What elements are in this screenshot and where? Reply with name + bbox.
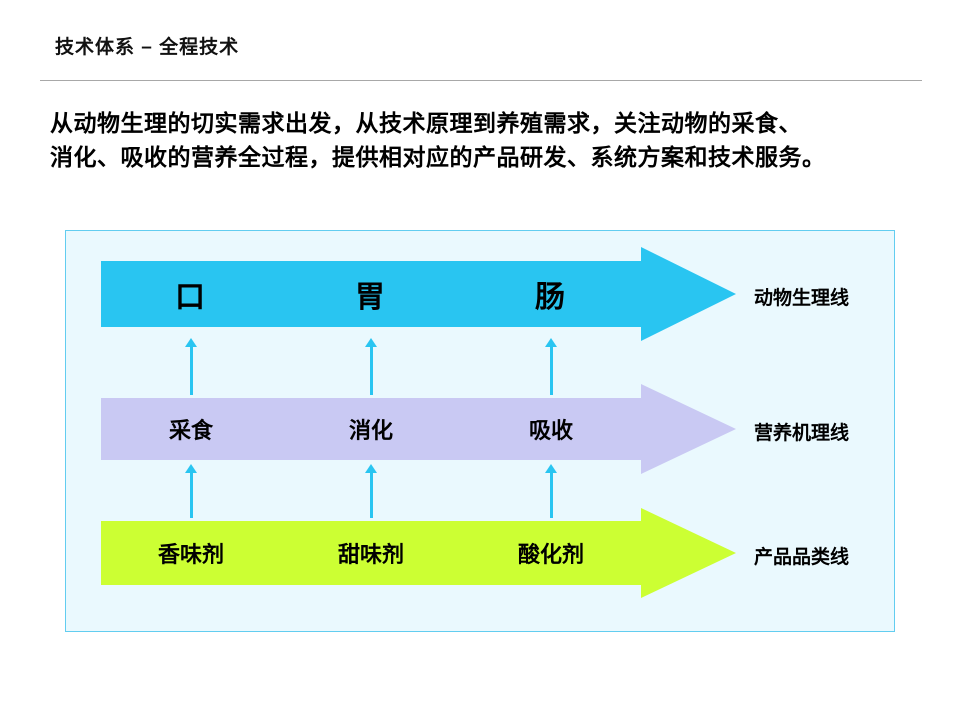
physiology-arrow-body: 口 胃 肠 — [101, 261, 641, 327]
title-divider — [40, 80, 922, 81]
up-arrow-icon — [545, 338, 557, 395]
up-arrow-stem — [189, 347, 193, 395]
physiology-label-intestine: 肠 — [535, 281, 567, 314]
physiology-label-mouth: 口 — [175, 281, 207, 314]
category-label-sweetener: 甜味剂 — [337, 542, 404, 567]
mechanism-arrow-head-icon — [641, 384, 736, 474]
mechanism-line-label: 营养机理线 — [754, 423, 850, 444]
category-arrow-head-icon — [641, 508, 736, 598]
category-label-flavor: 香味剂 — [157, 542, 224, 567]
up-arrowhead-icon — [365, 338, 377, 347]
category-line-label: 产品品类线 — [754, 547, 850, 568]
mechanism-arrow-body: 采食 消化 吸收 — [101, 398, 641, 460]
intro-line-2: 消化、吸收的营养全过程，提供相对应的产品研发、系统方案和技术服务。 — [50, 144, 826, 170]
category-label-acidifier: 酸化剂 — [517, 542, 584, 567]
intro-line-1: 从动物生理的切实需求出发，从技术原理到养殖需求，关注动物的采食、 — [50, 110, 802, 136]
up-arrow-stem — [549, 347, 553, 395]
up-arrow-icon — [365, 464, 377, 518]
up-arrow-stem — [549, 473, 553, 518]
physiology-line-label: 动物生理线 — [754, 288, 850, 309]
up-arrow-icon — [365, 338, 377, 395]
up-arrowhead-icon — [365, 464, 377, 473]
up-arrow-icon — [185, 338, 197, 395]
mechanism-label-absorption: 吸收 — [528, 418, 573, 443]
page-title: 技术体系 – 全程技术 — [55, 37, 240, 58]
up-arrowhead-icon — [185, 464, 197, 473]
physiology-arrow-head-icon — [641, 247, 736, 341]
up-arrow-icon — [185, 464, 197, 518]
up-arrowhead-icon — [185, 338, 197, 347]
mechanism-label-digestion: 消化 — [348, 418, 393, 443]
up-arrow-stem — [369, 347, 373, 395]
process-diagram: 口 胃 肠 动物生理线 采食 消化 吸收 营养机理线 香味剂 甜味剂 酸化剂 — [65, 230, 895, 632]
physiology-label-stomach: 胃 — [355, 281, 387, 314]
intro-paragraph: 从动物生理的切实需求出发，从技术原理到养殖需求，关注动物的采食、 消化、吸收的营… — [50, 106, 940, 174]
up-arrow-icon — [545, 464, 557, 518]
up-arrow-stem — [369, 473, 373, 518]
category-arrow-body: 香味剂 甜味剂 酸化剂 — [101, 521, 641, 585]
up-arrowhead-icon — [545, 338, 557, 347]
up-arrow-stem — [189, 473, 193, 518]
up-arrowhead-icon — [545, 464, 557, 473]
mechanism-label-intake: 采食 — [168, 418, 213, 443]
